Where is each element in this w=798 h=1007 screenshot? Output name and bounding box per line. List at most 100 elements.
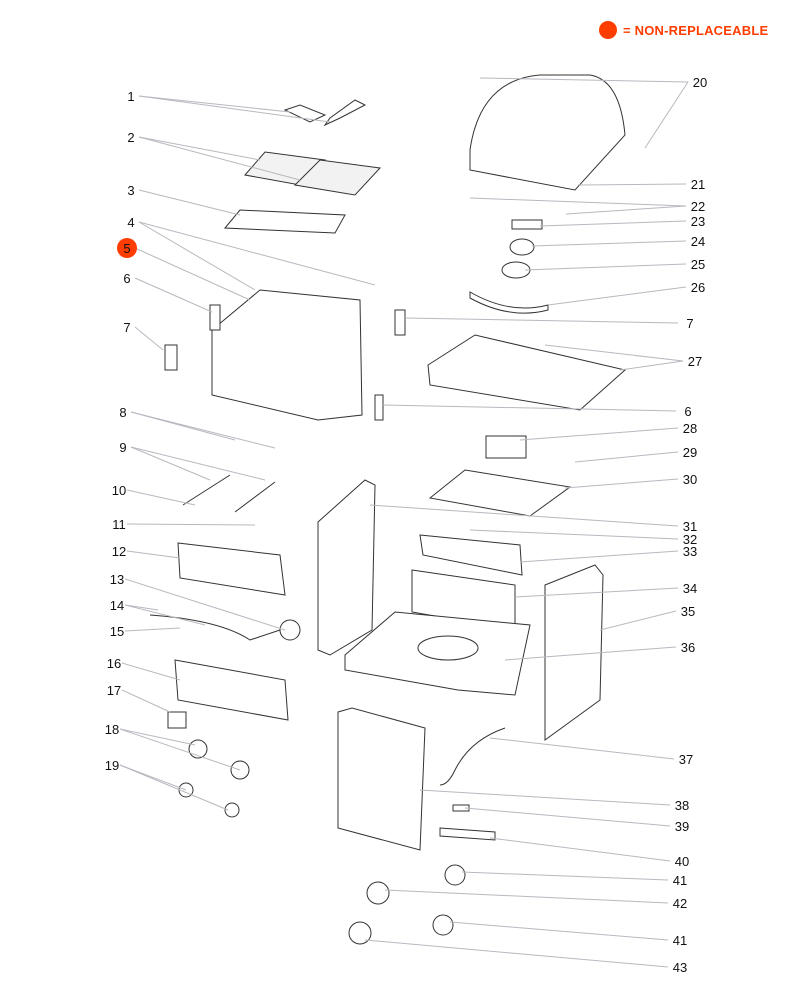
leader-line	[382, 404, 677, 412]
leader-line	[134, 247, 251, 301]
part-number-label: 6	[684, 404, 691, 419]
leader-line	[126, 489, 196, 506]
leader-line	[479, 77, 689, 83]
leader-line	[130, 446, 211, 481]
side-burner-hose	[439, 727, 506, 786]
part-number-label: 41	[673, 873, 687, 888]
leader-line	[644, 81, 689, 149]
bracket	[374, 394, 384, 421]
part-number-label: 23	[691, 214, 705, 229]
leader-line	[524, 263, 687, 271]
part-number-label: 6	[123, 271, 130, 286]
part-number-label: 10	[112, 483, 126, 498]
part-number-label: 16	[107, 656, 121, 671]
bracket	[164, 344, 178, 371]
leader-line	[404, 317, 679, 324]
leader-line	[599, 610, 677, 631]
bracket	[209, 304, 221, 331]
leader-line	[138, 221, 256, 291]
part-number-label: 24	[691, 234, 705, 249]
leader-line	[124, 604, 206, 626]
firebox	[211, 289, 363, 421]
leader-line	[469, 197, 687, 207]
part-number-label: 22	[691, 199, 705, 214]
part-labels: 1234567891011121314151617181920212223242…	[105, 75, 707, 975]
part-number-label: 5	[123, 241, 130, 256]
part-number-label: 31	[683, 519, 697, 534]
part-number-label: 14	[110, 598, 124, 613]
burner	[234, 481, 276, 513]
part-number-label: 1	[127, 89, 134, 104]
leader-line	[489, 837, 671, 862]
leader-line	[531, 240, 687, 247]
part-number-label: 7	[123, 320, 130, 335]
part-number-label: 38	[675, 798, 689, 813]
leader-line	[519, 427, 679, 441]
leader-line	[138, 136, 301, 181]
part-number-label: 9	[119, 440, 126, 455]
sight-ring	[509, 238, 535, 256]
hose-assembly	[439, 827, 496, 841]
leader-line	[504, 646, 677, 661]
lid	[469, 74, 626, 191]
part-number-label: 7	[686, 316, 693, 331]
part-number-label: 15	[110, 624, 124, 639]
part-number-label: 28	[683, 421, 697, 436]
side-panel-right	[544, 564, 604, 741]
part-number-label: 29	[683, 445, 697, 460]
leader-line	[119, 728, 196, 746]
part-number-label: 25	[691, 257, 705, 272]
part-number-label: 33	[683, 544, 697, 559]
leader-line	[124, 604, 159, 611]
part-drawings	[149, 74, 627, 945]
leader-line	[544, 344, 684, 362]
regulator	[279, 619, 301, 641]
part-number-label: 30	[683, 472, 697, 487]
back-panel	[419, 534, 523, 576]
legend-label: = NON-REPLACEABLE	[623, 22, 769, 38]
part-number-label: 11	[112, 517, 126, 532]
part-number-label: 27	[688, 354, 702, 369]
tank-hole	[417, 635, 479, 661]
part-number-label: 42	[673, 896, 687, 911]
leader-lines	[119, 77, 689, 968]
part-number-label: 39	[675, 819, 689, 834]
leader-line	[124, 627, 181, 632]
leader-line	[134, 277, 213, 313]
leader-line	[119, 764, 229, 811]
leader-line	[469, 529, 679, 540]
igniter	[167, 711, 187, 729]
caster	[366, 881, 390, 905]
leader-line	[384, 889, 669, 904]
caster	[432, 914, 454, 936]
part-number-label: 36	[681, 640, 695, 655]
part-number-label: 2	[127, 130, 134, 145]
part-number-label: 41	[673, 933, 687, 948]
grease-cup	[485, 435, 527, 459]
part-number-label: 3	[127, 183, 134, 198]
cooking-grate	[293, 159, 382, 196]
leader-line	[138, 95, 331, 123]
part-number-label: 4	[127, 215, 134, 230]
control-panel	[177, 542, 286, 596]
leader-line	[514, 587, 679, 598]
heat-tent	[323, 99, 367, 127]
leader-line	[419, 789, 671, 806]
leader-line	[138, 136, 261, 161]
side-burner-tube	[469, 291, 549, 314]
leader-line	[489, 737, 675, 760]
part-number-label: 8	[119, 405, 126, 420]
leader-line	[461, 871, 669, 881]
leader-line	[126, 550, 181, 559]
leader-line	[619, 360, 684, 371]
leader-line	[138, 189, 241, 216]
leader-line	[124, 578, 286, 631]
leader-line	[564, 478, 679, 489]
part-number-label: 21	[691, 177, 705, 192]
leader-line	[574, 451, 679, 463]
bracket	[394, 309, 406, 336]
leader-line	[565, 205, 687, 215]
control-module	[511, 219, 543, 230]
part-number-label: 32	[683, 532, 697, 547]
